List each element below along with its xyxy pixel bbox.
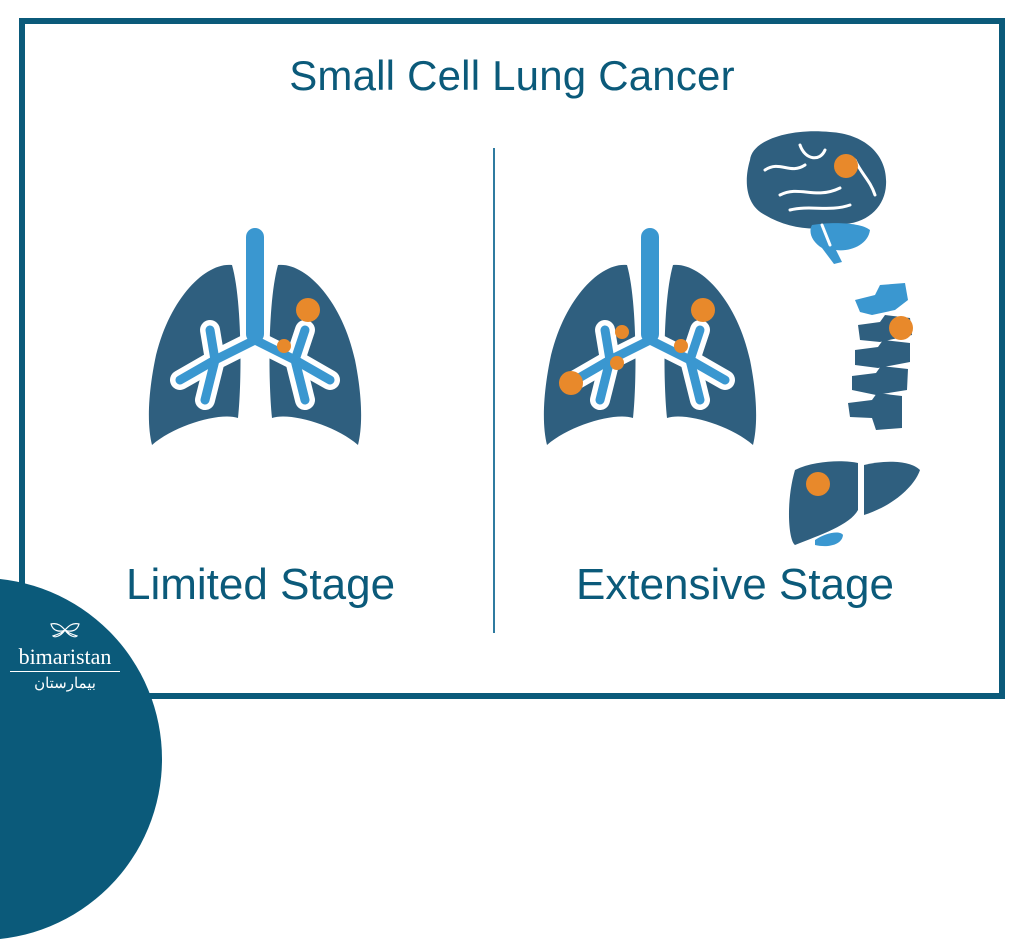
extensive-stage-label: Extensive Stage (576, 560, 894, 609)
brand-logo[interactable]: bimaristan بيمارستان (10, 620, 120, 692)
page-title: Small Cell Lung Cancer (289, 52, 735, 99)
brand-name: bimaristan (10, 645, 120, 672)
brain-icon (746, 131, 887, 264)
liver-icon (788, 461, 920, 547)
brand-arabic-name: بيمارستان (34, 675, 96, 692)
stage-divider (493, 148, 495, 633)
butterfly-leaf-icon (50, 623, 80, 638)
illustrations (148, 131, 920, 547)
spine-icon (848, 283, 913, 430)
lungs-icon (543, 228, 757, 445)
lungs-icon (148, 228, 362, 445)
limited-stage-label: Limited Stage (126, 560, 396, 609)
border-frame (19, 18, 1005, 699)
